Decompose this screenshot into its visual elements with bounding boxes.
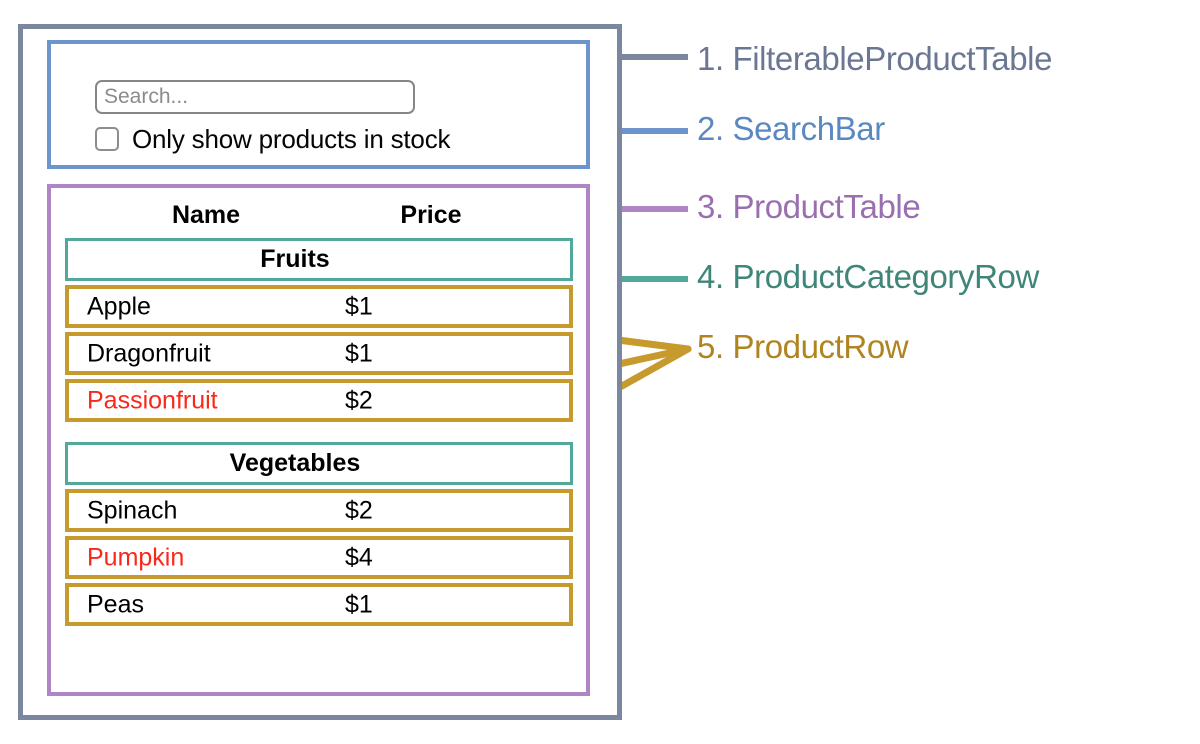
product-table-header: Name Price xyxy=(51,194,586,236)
column-header-name: Name xyxy=(171,200,241,229)
product-row[interactable]: Pumpkin $4 xyxy=(65,536,573,579)
product-row[interactable]: Spinach $2 xyxy=(65,489,573,532)
product-price: $1 xyxy=(345,292,373,320)
search-bar-container: Only show products in stock xyxy=(47,40,590,169)
product-price: $1 xyxy=(345,590,373,618)
product-category-label: Fruits xyxy=(260,245,330,273)
product-name: Peas xyxy=(87,590,144,618)
product-name: Spinach xyxy=(87,496,178,524)
product-row[interactable]: Dragonfruit $1 xyxy=(65,332,573,375)
filterable-product-table-container: Only show products in stock Name Price F… xyxy=(18,24,622,720)
product-name: Passionfruit xyxy=(87,386,218,414)
product-row[interactable]: Peas $1 xyxy=(65,583,573,626)
product-table-container: Name Price Fruits Apple $1 Dragonfruit $… xyxy=(47,184,590,696)
product-name: Dragonfruit xyxy=(87,339,211,367)
in-stock-checkbox-label: Only show products in stock xyxy=(132,124,451,154)
product-price: $2 xyxy=(345,386,373,414)
product-row[interactable]: Passionfruit $2 xyxy=(65,379,573,422)
product-category-row: Vegetables xyxy=(65,442,573,485)
product-name: Pumpkin xyxy=(87,543,185,571)
legend-item-product-row: 5. ProductRow xyxy=(697,328,909,365)
legend-item-search-bar: 2. SearchBar xyxy=(697,110,885,147)
product-row[interactable]: Apple $1 xyxy=(65,285,573,328)
product-price: $1 xyxy=(345,339,373,367)
in-stock-checkbox[interactable] xyxy=(95,127,119,151)
product-category-label: Vegetables xyxy=(229,449,361,477)
stock-filter-row[interactable]: Only show products in stock xyxy=(95,126,450,152)
product-price: $2 xyxy=(345,496,373,524)
product-category-row: Fruits xyxy=(65,238,573,281)
search-input[interactable] xyxy=(95,80,415,114)
product-rows-list: Fruits Apple $1 Dragonfruit $1 Passionfr… xyxy=(65,238,573,630)
group-spacer xyxy=(65,426,573,442)
product-price: $4 xyxy=(345,543,373,571)
legend-item-product-table: 3. ProductTable xyxy=(697,188,921,225)
product-name: Apple xyxy=(87,292,151,320)
legend-item-product-category-row: 4. ProductCategoryRow xyxy=(697,258,1039,295)
column-header-price: Price xyxy=(400,200,462,229)
legend-item-filterable-product-table: 1. FilterableProductTable xyxy=(697,40,1053,77)
